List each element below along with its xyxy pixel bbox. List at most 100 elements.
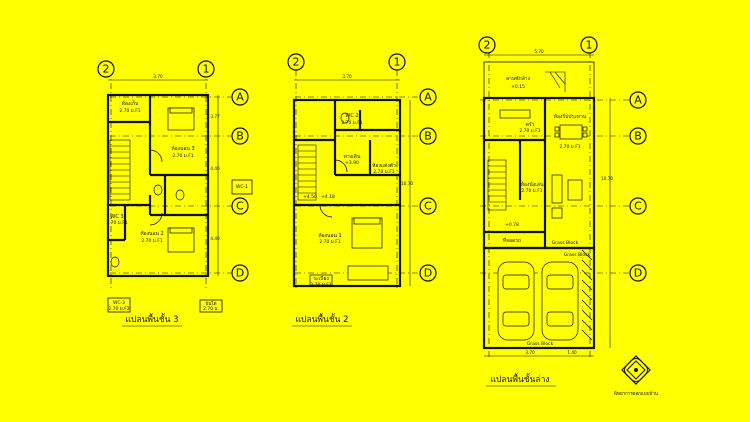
grid-bubble: [580, 36, 598, 54]
grid-label: 2: [103, 63, 110, 76]
sofa: [347, 265, 389, 281]
room-tag: 2.70 ม.F1: [373, 169, 394, 175]
room-tag: 2.70 ม.F1: [172, 153, 193, 159]
dimension-text: 3.70: [342, 74, 352, 79]
grid-label: B: [634, 130, 642, 143]
room-label: ห้องนอน 1: [318, 232, 341, 239]
grid-bubble: [419, 264, 437, 282]
room-label: ที่จอดรถ: [503, 237, 521, 244]
grid-label: B: [236, 130, 244, 143]
grid-bubble: [419, 88, 437, 106]
room-tag: +3.90: [345, 160, 359, 166]
car-2: [541, 261, 579, 341]
grid-label: D: [424, 267, 432, 280]
dimension-text: 3.70: [525, 350, 535, 355]
dimension-text: 4.40: [210, 166, 220, 171]
room-label: ลานซักล้าง: [506, 75, 531, 82]
plan-title: แปลนพื้นชั้น 3: [126, 313, 179, 325]
grid-label: 2: [484, 39, 491, 52]
dimension-text: 3.70: [153, 74, 163, 79]
room-tag: 2.70 ม.F1: [521, 188, 542, 194]
room-tag: 2.70 ม.F1: [119, 108, 140, 114]
room-tag: 2.70 ม.F1: [310, 282, 331, 288]
room-tag: 2.70 ม.F1: [141, 238, 162, 244]
room-label: ครัว: [526, 122, 535, 128]
grass-block-label: Grass Block: [527, 341, 554, 347]
grid-bubble: [629, 197, 647, 215]
room-tag: 2.70 ม.F1: [341, 120, 362, 126]
grid-label: A: [236, 91, 244, 104]
grid-label: C: [424, 200, 432, 213]
grid-label: B: [424, 130, 432, 143]
sofa-living: [551, 174, 563, 204]
room-tag: 2.70 ม.F1: [319, 239, 340, 245]
grid-label: C: [634, 200, 642, 213]
grid-label: 1: [394, 56, 401, 69]
grid-bubble: [97, 60, 115, 78]
grid-label: 1: [586, 39, 593, 52]
stair-floor-2: [297, 144, 317, 201]
grid-label: D: [236, 267, 244, 280]
room-label: ทางเดิน: [344, 153, 362, 160]
dimension-text: 5.70: [534, 49, 544, 54]
room-label: ระเบียง: [313, 275, 329, 282]
grid-label: 2: [293, 56, 300, 69]
parking-area: [482, 246, 596, 350]
room-label: ห้องรับประทาน: [554, 113, 587, 120]
dimension-text: 1.40: [567, 350, 577, 355]
grid-bubble: [197, 60, 215, 78]
grid-label: A: [424, 91, 432, 104]
room-label: ห้องแต่งตัว: [372, 162, 396, 169]
room-tag: 2.70 ม.F1: [519, 128, 540, 134]
grid-bubble: [388, 53, 406, 71]
room-tag: +0.78: [505, 222, 519, 228]
grid-bubble: [287, 53, 305, 71]
grid-bubble: [629, 91, 647, 109]
room-label: ห้องเก็บ: [122, 99, 139, 107]
kitchen-counter: [499, 109, 531, 119]
room-tag: 2.70 ม.F1: [559, 144, 580, 150]
dimension-text: 10.70: [601, 176, 613, 181]
grid-label: C: [236, 200, 244, 213]
plan-ground-floor: ครัว 2.70 ม.F1 ห้องรับประทาน 2.70 ม.F1 ห…: [478, 36, 647, 387]
stair-floor-3: [109, 139, 131, 201]
room-label: ห้องนั่งเล่น: [521, 181, 544, 188]
grid-bubble: [231, 88, 249, 106]
room-label: WC 3: [110, 214, 123, 220]
stair-ground: [487, 71, 566, 211]
room-label: ห้องนอน 2: [140, 230, 163, 237]
level-text: +4.50: [303, 194, 317, 200]
grass-block-label: Grass Block: [552, 240, 579, 246]
logo-caption: พิทยาการออกแบบบ้าน: [614, 391, 658, 397]
grass-block-label: Grass Block: [564, 252, 591, 258]
plan-title: แปลนพื้นชั้น 2: [296, 313, 349, 325]
grid-bubble: [419, 197, 437, 215]
plan-title: แปลนพื้นชั้นล่าง: [490, 373, 549, 385]
balcony-table: [309, 274, 333, 286]
legend-text: บันได: [205, 301, 216, 307]
grass-block-hatch: [581, 249, 593, 341]
grid-bubble: [231, 127, 249, 145]
grid-bubble: [231, 264, 249, 282]
room-tag: 2.70 ม.F1: [106, 220, 127, 226]
car-1: [497, 261, 535, 341]
legend-text: 2.70 ม.: [203, 306, 219, 312]
grid-bubble: [231, 197, 249, 215]
side-note: WC-1: [236, 184, 248, 190]
legend-text: 2.70 ม.F2: [108, 306, 129, 312]
grid-label: 1: [203, 63, 210, 76]
legend-text: WC-3: [113, 300, 125, 306]
level-text: +4.18: [321, 194, 335, 200]
room-label: ห้องนอน 3: [171, 145, 194, 152]
dimension-text: 4.40: [210, 236, 220, 241]
grid-bubble: [629, 264, 647, 282]
coffee-table: [567, 179, 583, 201]
plan-floor-3: ห้องเก็บ 2.70 ม.F1 ห้องนอน 3 2.70 ม.F1 ห…: [97, 60, 253, 327]
brand-logo: พิทยาการออกแบบบ้าน: [614, 355, 658, 397]
legend-box-right: [199, 299, 223, 313]
grid-label: D: [634, 267, 642, 280]
room-label: WC 2: [345, 113, 358, 119]
grid-bubble: [478, 36, 496, 54]
